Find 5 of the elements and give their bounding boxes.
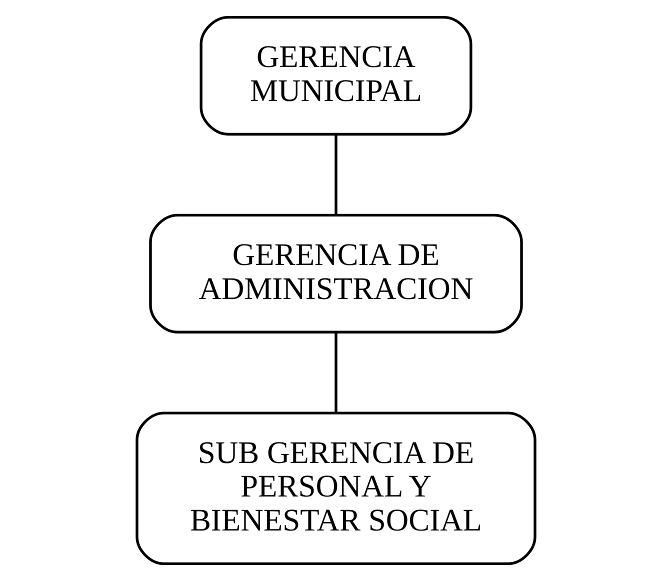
- node-box: SUB GERENCIA DE PERSONAL Y BIENESTAR SOCIAL: [135, 412, 536, 566]
- connector: [334, 332, 337, 413]
- connector: [334, 135, 337, 215]
- node-box: GERENCIA DE ADMINISTRACION: [148, 214, 522, 334]
- node-box: GERENCIA MUNICIPAL: [199, 16, 472, 136]
